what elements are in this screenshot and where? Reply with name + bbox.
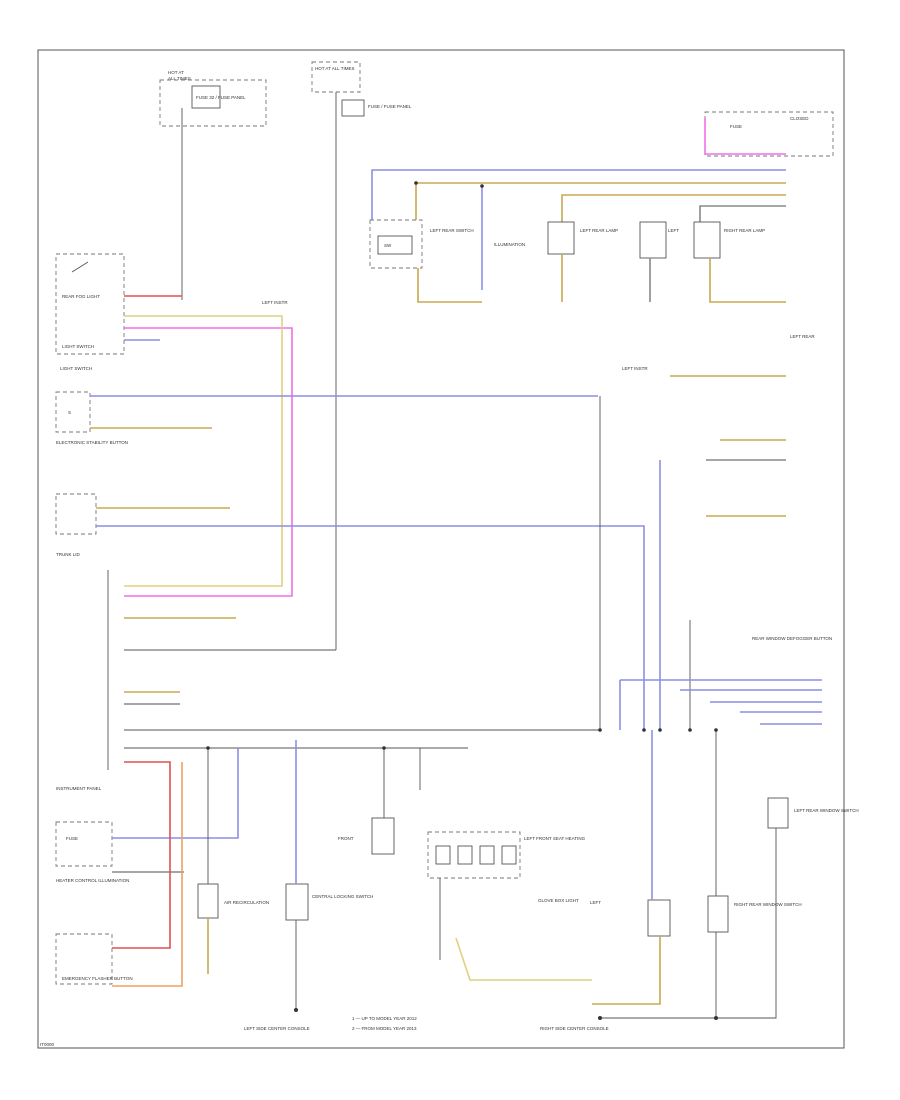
- svg-text:FUSE / FUSE PANEL: FUSE / FUSE PANEL: [368, 104, 412, 109]
- svg-text:EMERGENCY FLASHER BUTTON: EMERGENCY FLASHER BUTTON: [62, 976, 133, 981]
- rear-seat-heater: LEFT: [590, 899, 671, 937]
- svg-text:1 — UP TO MODEL YEAR 2012: 1 — UP TO MODEL YEAR 2012: [352, 1016, 417, 1021]
- fuse-top-right: FUSE CLOSED: [704, 111, 834, 157]
- rear-fog-button: S ELECTRONIC STABILITY BUTTON: [55, 391, 128, 445]
- svg-text:INSTRUMENT PANEL: INSTRUMENT PANEL: [56, 786, 102, 791]
- svg-text:FUSE 32 / FUSE PANEL: FUSE 32 / FUSE PANEL: [196, 95, 246, 100]
- svg-text:RIGHT REAR WINDOW SWITCH: RIGHT REAR WINDOW SWITCH: [734, 902, 802, 907]
- left-rear-window: LEFT REAR WINDOW SWITCH: [767, 797, 859, 829]
- svg-text:RIGHT SIDE CENTER CONSOLE: RIGHT SIDE CENTER CONSOLE: [540, 1026, 609, 1031]
- svg-text:AIR RECIRCULATION: AIR RECIRCULATION: [224, 900, 269, 905]
- svg-text:2 — FROM MODEL YEAR 2013: 2 — FROM MODEL YEAR 2013: [352, 1026, 417, 1031]
- svg-text:S: S: [68, 410, 71, 415]
- svg-text:CENTRAL LOCKING SWITCH: CENTRAL LOCKING SWITCH: [312, 894, 373, 899]
- svg-text:LEFT REAR: LEFT REAR: [790, 334, 815, 339]
- svg-text:LEFT INSTR: LEFT INSTR: [262, 300, 288, 305]
- trunk-lid: TRUNK LID: [55, 493, 97, 557]
- svg-text:LEFT SIDE CENTER CONSOLE: LEFT SIDE CENTER CONSOLE: [244, 1026, 310, 1031]
- right-rear-window: RIGHT REAR WINDOW SWITCH: [707, 895, 802, 933]
- svg-text:FRONT: FRONT: [338, 836, 354, 841]
- left-rear-switch: SW LEFT REAR SWITCH: [369, 219, 474, 269]
- svg-text:RIGHT REAR LAMP: RIGHT REAR LAMP: [724, 228, 765, 233]
- hazard-switch: EMERGENCY FLASHER BUTTON: [55, 933, 133, 985]
- svg-text:REAR FOG LIGHT: REAR FOG LIGHT: [62, 294, 100, 299]
- svg-text:LEFT REAR SWITCH: LEFT REAR SWITCH: [430, 228, 474, 233]
- svg-text:FUSE: FUSE: [66, 836, 78, 841]
- svg-text:TRUNK LID: TRUNK LID: [56, 552, 81, 557]
- svg-text:FUSE: FUSE: [730, 124, 742, 129]
- footer-code: IT0000: [40, 1042, 55, 1047]
- svg-text:REAR WINDOW DEFOGGER BUTTON: REAR WINDOW DEFOGGER BUTTON: [752, 636, 832, 641]
- svg-text:LEFT: LEFT: [590, 900, 601, 905]
- svg-text:LIGHT SWITCH: LIGHT SWITCH: [60, 366, 92, 371]
- svg-text:HOT AT ALL TIMES: HOT AT ALL TIMES: [315, 66, 355, 71]
- cigarette-lighter: FRONT: [338, 817, 395, 855]
- left-rear-lamp: LEFT REAR LAMP: [547, 221, 618, 255]
- svg-text:ALL TIMES: ALL TIMES: [168, 76, 191, 81]
- diagram-frame: [37, 49, 845, 1049]
- right-rear-lamp: RIGHT REAR LAMP: [693, 221, 765, 259]
- ground-left: [294, 1008, 298, 1012]
- legend: 1 — UP TO MODEL YEAR 2012 2 — FROM MODEL…: [352, 1016, 417, 1031]
- svg-text:LIGHT SWITCH: LIGHT SWITCH: [62, 344, 94, 349]
- door-lock-switch: CENTRAL LOCKING SWITCH: [285, 883, 373, 921]
- rear-window-defogger: REAR WINDOW DEFOGGER BUTTON: [752, 636, 832, 641]
- svg-text:LEFT FRONT SEAT HEATING: LEFT FRONT SEAT HEATING: [524, 836, 586, 841]
- svg-text:SW: SW: [384, 243, 392, 248]
- left-front-seat-heater: LEFT FRONT SEAT HEATING: [427, 831, 586, 879]
- center-illumination: ILLUMINATION: [481, 186, 525, 290]
- svg-text:GLOVE BOX LIGHT: GLOVE BOX LIGHT: [538, 898, 579, 903]
- air-recirc: AIR RECIRCULATION: [197, 883, 269, 919]
- right-rear-lamp-a: LEFT: [639, 221, 679, 259]
- light-switch: REAR FOG LIGHT LIGHT SWITCH: [55, 253, 125, 355]
- fuse-panel-top: FUSE 32 / FUSE PANEL HOT AT ALL TIMES: [159, 70, 267, 127]
- svg-text:LEFT INSTR: LEFT INSTR: [622, 366, 648, 371]
- svg-text:ILLUMINATION: ILLUMINATION: [494, 242, 525, 247]
- heater-control: FUSE HEATER CONTROL ILLUMINATION: [55, 821, 129, 883]
- svg-text:LEFT REAR WINDOW SWITCH: LEFT REAR WINDOW SWITCH: [794, 808, 859, 813]
- svg-text:CLOSED: CLOSED: [790, 116, 809, 121]
- glove-box-light: GLOVE BOX LIGHT: [538, 898, 579, 903]
- fuse-panel-top-2: HOT AT ALL TIMES FUSE / FUSE PANEL: [311, 61, 412, 117]
- svg-text:HOT AT: HOT AT: [168, 70, 184, 75]
- svg-text:HEATER CONTROL ILLUMINATION: HEATER CONTROL ILLUMINATION: [56, 878, 129, 883]
- svg-text:LEFT REAR LAMP: LEFT REAR LAMP: [580, 228, 618, 233]
- svg-text:ELECTRONIC STABILITY BUTTON: ELECTRONIC STABILITY BUTTON: [56, 440, 128, 445]
- svg-text:LEFT: LEFT: [668, 228, 679, 233]
- ground-right: [598, 1016, 718, 1020]
